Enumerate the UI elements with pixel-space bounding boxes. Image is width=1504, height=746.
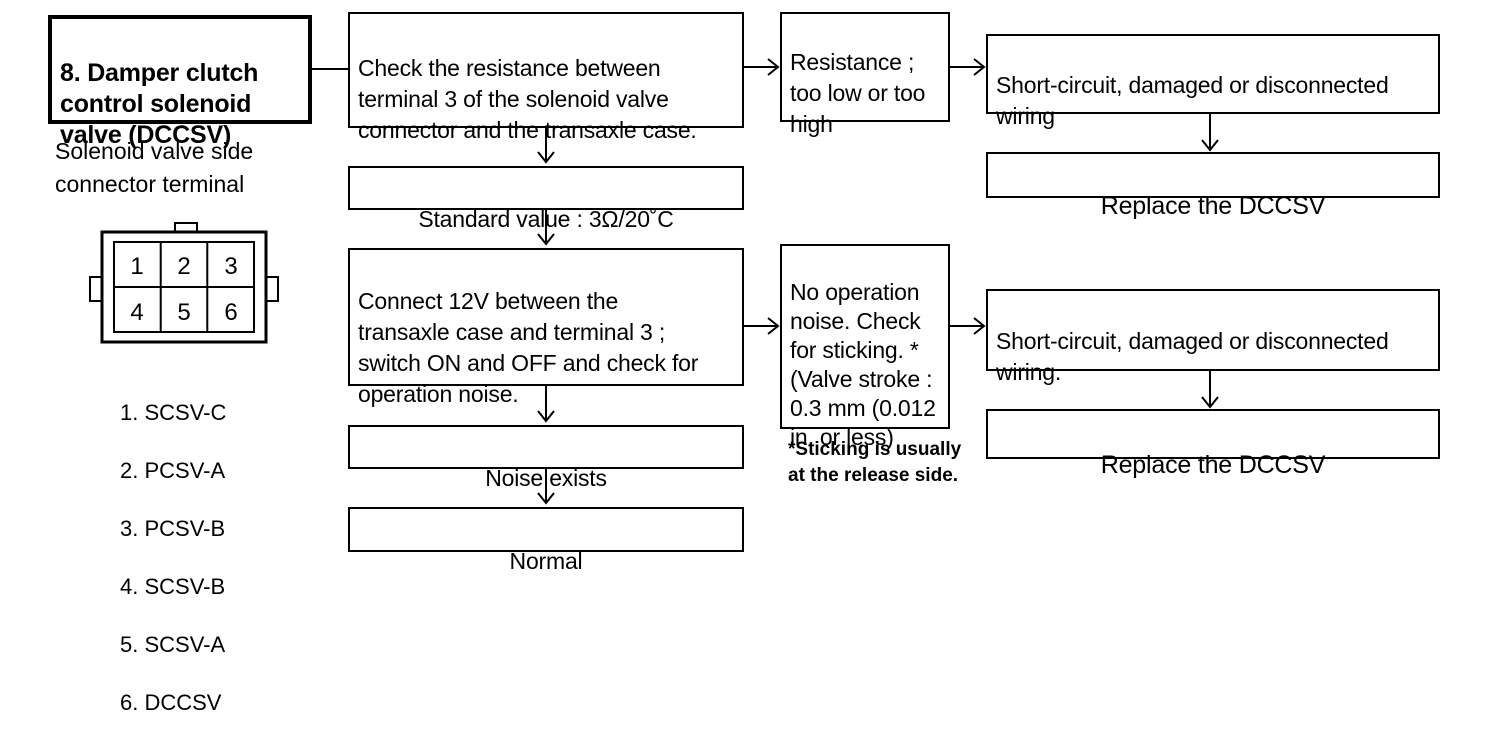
standard-value-text: Standard value : 3Ω/20˚C — [418, 206, 674, 232]
pin-legend-item: 1. SCSV-C — [120, 400, 227, 425]
noise-condition-text: No operation noise. Check for sticking. … — [790, 279, 936, 450]
connect-12v-text: Connect 12V between the transaxle case a… — [358, 288, 699, 407]
connect-12v-box: Connect 12V between the transaxle case a… — [348, 248, 744, 407]
pin-legend-item: 3. PCSV-B — [120, 516, 226, 541]
sticking-footnote: *Sticking is usually at the release side… — [788, 439, 962, 486]
noise-condition-box: No operation noise. Check for sticking. … — [780, 244, 950, 450]
connector-pin: 6 — [224, 299, 237, 326]
noise-exists-box: Noise exists — [348, 425, 744, 491]
check-resistance-box: Check the resistance between terminal 3 … — [348, 12, 744, 143]
flow-arrow — [744, 317, 780, 335]
standard-value-box: Standard value : 3Ω/20˚C — [348, 166, 744, 232]
connector-pin: 4 — [130, 299, 143, 326]
connector-pin: 5 — [177, 299, 190, 326]
flow-arrow — [744, 58, 780, 76]
resistance-condition-text: Resistance ; too low or too high — [790, 49, 926, 137]
connector-pin: 2 — [177, 253, 190, 280]
flow-arrow — [537, 210, 555, 246]
flow-arrow — [950, 317, 986, 335]
flow-arrows — [312, 58, 1219, 505]
connector-caption: Solenoid valve side connector terminal — [55, 138, 254, 197]
check-resistance-text: Check the resistance between terminal 3 … — [358, 55, 697, 143]
flow-arrow — [537, 386, 555, 423]
resistance-condition-box: Resistance ; too low or too high — [780, 12, 950, 137]
noise-exists-text: Noise exists — [485, 465, 607, 491]
flow-arrow — [950, 58, 986, 76]
noise-cause-box: Short-circuit, damaged or disconnected w… — [986, 289, 1440, 385]
noise-action-text: Replace the DCCSV — [1100, 451, 1326, 479]
flow-arrow — [537, 128, 555, 164]
flow-arrow — [537, 469, 555, 505]
resistance-cause-box: Short-circuit, damaged or disconnected w… — [986, 34, 1440, 129]
pin-legend-item: 4. SCSV-B — [120, 574, 226, 599]
title-box: 8. Damper clutch control solenoid valve … — [48, 15, 312, 149]
resistance-action-text: Replace the DCCSV — [1100, 192, 1326, 220]
connector-pin: 3 — [224, 253, 237, 280]
pin-legend-item: 2. PCSV-A — [120, 458, 226, 483]
flowchart-page: 8. Damper clutch control solenoid valve … — [48, 12, 1440, 715]
normal-box: Normal — [348, 507, 744, 574]
pin-legend-item: 6. DCCSV — [120, 690, 222, 715]
title-text: 8. Damper clutch control solenoid valve … — [60, 59, 259, 149]
pin-legend-item: 5. SCSV-A — [120, 632, 226, 657]
flow-arrow — [1201, 114, 1219, 152]
resistance-action-box: Replace the DCCSV — [986, 152, 1440, 220]
resistance-cause-text: Short-circuit, damaged or disconnected w… — [996, 72, 1389, 129]
flow-arrow — [1201, 371, 1219, 409]
noise-action-box: Replace the DCCSV — [986, 409, 1440, 479]
noise-cause-text: Short-circuit, damaged or disconnected w… — [996, 328, 1389, 385]
connector-diagram: 1 2 3 4 5 6 — [89, 222, 279, 344]
connector-pin: 1 — [130, 253, 143, 280]
